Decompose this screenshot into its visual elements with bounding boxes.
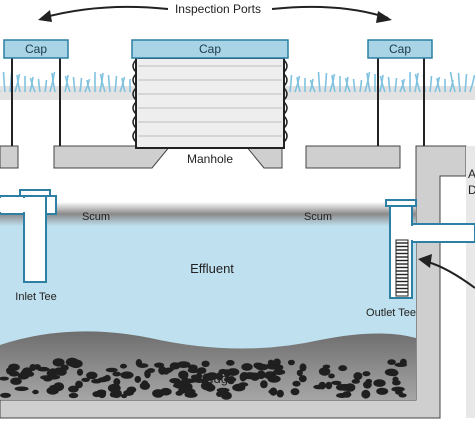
inspection-ports-arrows [38,5,392,23]
inlet-tee [0,189,57,283]
outlet-tee-label: Outlet Tee [366,307,416,319]
cap-right-label: Cap [389,42,411,56]
sludge-label: Sludge [195,371,235,386]
cap-left [3,39,69,59]
outlet-tee [385,199,475,299]
cap-center-label: Cap [199,42,221,56]
inlet-tee-label: Inlet Tee [15,291,56,303]
cap-left-label: Cap [25,42,47,56]
manhole-label: Manhole [187,152,233,166]
filter-pointer-arrow [418,254,475,289]
edge-partial-text-1: A [468,167,475,181]
scum-label-left: Scum [82,211,110,223]
effluent-label: Effluent [190,261,234,276]
scum-layer [0,202,416,226]
sludge-stones [0,357,408,400]
inspection-port-pipes [11,58,425,146]
manhole-riser [132,57,288,149]
scum-label-right: Scum [304,211,332,223]
cap-center [131,39,289,59]
cap-right [367,39,433,59]
edge-partial-text-2: D [468,183,475,197]
inspection-ports-label: Inspection Ports [175,2,261,16]
tank-concrete [0,145,475,419]
